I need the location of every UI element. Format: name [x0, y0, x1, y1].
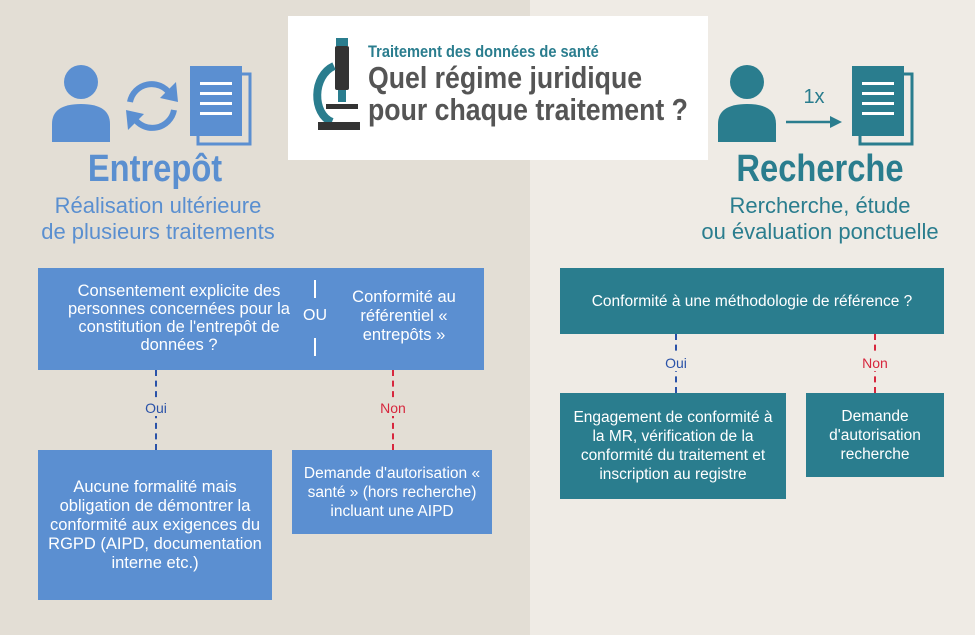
divider-bar [314, 338, 316, 356]
single-time-label: 1x [803, 86, 825, 108]
consent-question: Consentement explicite des personnes con… [68, 282, 290, 354]
arrow-right-icon [786, 116, 842, 128]
entrepot-question-box: Consentement explicite des personnes con… [38, 268, 484, 370]
refresh-cycle-icon [126, 81, 178, 131]
non-label: Non [373, 400, 413, 416]
recherche-description: Rercherche, étude ou évaluation ponctuel… [701, 193, 939, 244]
ou-separator: OU [303, 307, 327, 324]
microscope-icon [313, 38, 360, 130]
entrepot-non-answer: Demande d'autorisation « santé » (hors r… [292, 450, 492, 534]
header-card: Traitement des données de santé Quel rég… [288, 16, 708, 160]
person-icon [52, 65, 110, 142]
person-icon [718, 65, 776, 142]
recherche-oui-answer: Engagement de conformité à la MR, vérifi… [560, 393, 786, 499]
recherche-title: Recherche [736, 148, 904, 190]
divider-bar [314, 280, 316, 298]
documents-icon [190, 66, 252, 146]
referentiel-question: Conformité au référentiel « entrepôts » [352, 288, 456, 344]
header-title: Quel régime juridique pour chaque traite… [368, 60, 688, 127]
oui-label: Oui [656, 355, 696, 371]
entrepot-title: Entrepôt [87, 148, 223, 190]
oui-label: Oui [136, 400, 176, 416]
recherche-non-answer: Demande d'autorisation recherche [806, 393, 944, 477]
header-subtitle: Traitement des données de santé [368, 42, 599, 61]
documents-icon [852, 66, 914, 146]
non-label: Non [855, 355, 895, 371]
entrepot-description: Réalisation ultérieure de plusieurs trai… [41, 193, 275, 244]
recherche-question-box: Conformité à une méthodologie de référen… [560, 268, 944, 334]
entrepot-oui-answer: Aucune formalité mais obligation de démo… [38, 450, 272, 600]
